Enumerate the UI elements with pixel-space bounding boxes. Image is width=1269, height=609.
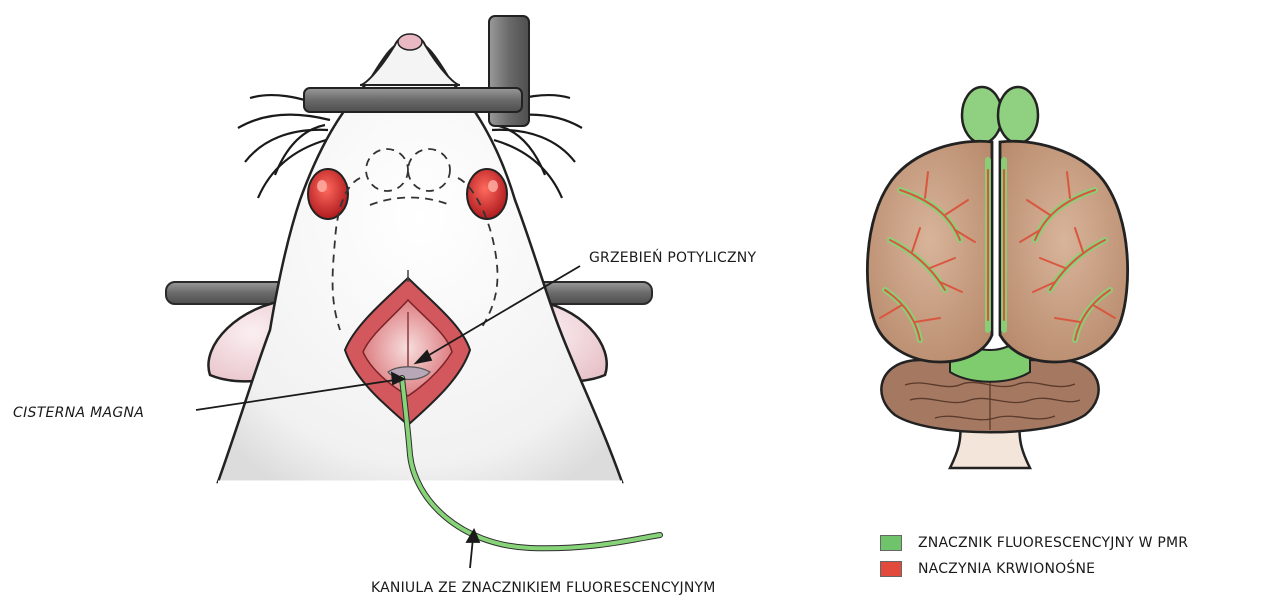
legend-item-vessels: NACZYNIA KRWIONOŚNE [880,556,1188,582]
label-cisterna-magna: CISTERNA MAGNA [13,405,144,421]
left-eye-icon [308,169,348,219]
right-hemisphere [1000,141,1128,362]
left-olfactory-bulb [962,87,1002,143]
left-hemisphere [867,141,992,362]
legend-swatch-red [880,561,902,577]
nose-bar [304,88,522,112]
legend-label-vessels: NACZYNIA KRWIONOŚNE [918,561,1095,577]
legend-swatch-green [880,535,902,551]
legend: ZNACZNIK FLUORESCENCYJNY W PMR NACZYNIA … [880,530,1188,582]
right-olfactory-bulb [998,87,1038,143]
right-eye-highlight [488,180,498,192]
nose-icon [398,34,422,50]
label-occipital-crest: GRZEBIEŃ POTYLICZNY [589,248,756,266]
brain-illustration [867,87,1127,468]
left-eye-highlight [317,180,327,192]
legend-item-tracer: ZNACZNIK FLUORESCENCYJNY W PMR [880,530,1188,556]
legend-label-tracer: ZNACZNIK FLUORESCENCYJNY W PMR [918,535,1188,551]
right-eye-icon [467,169,507,219]
rat-illustration [166,16,660,548]
label-cannula: KANIULA ZE ZNACZNIKIEM FLUORESCENCYJNYM [371,580,716,596]
